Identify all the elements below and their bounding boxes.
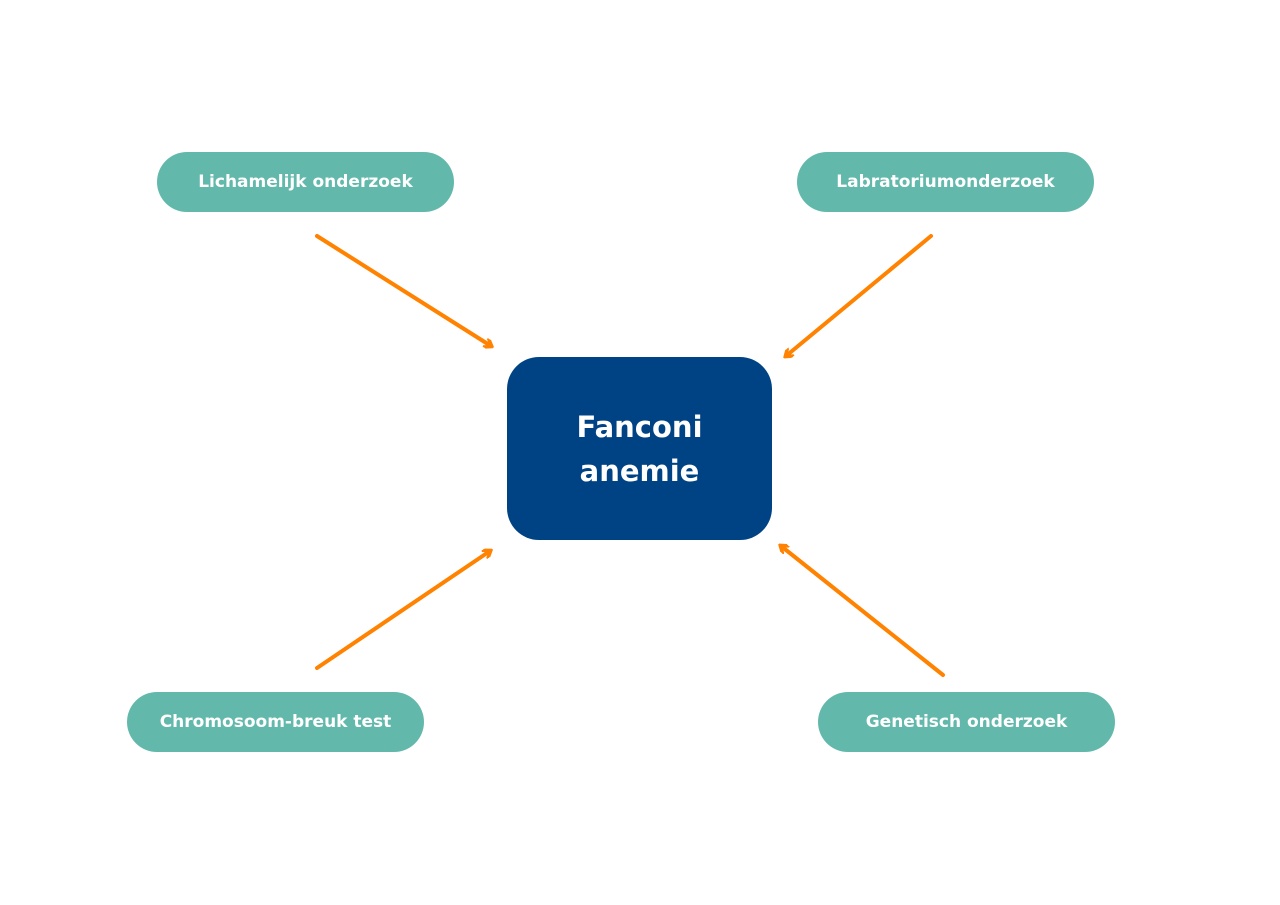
arrow-bottom-left <box>315 551 490 670</box>
arrow-top-left <box>315 234 491 346</box>
node-label: Labratoriumonderzoek <box>836 172 1055 192</box>
node-label: Lichamelijk onderzoek <box>198 172 413 192</box>
node-label: Chromosoom-breuk test <box>159 712 392 732</box>
node-chromosoom-breuk-test: Chromosoom-breuk test <box>127 692 424 752</box>
arrow-top-right <box>786 234 933 356</box>
center-label-line1: Fanconi <box>576 409 703 444</box>
center-node-fanconi-anemie: Fanconi anemie <box>507 357 772 540</box>
node-label: Genetisch onderzoek <box>865 712 1068 732</box>
node-labratoriumonderzoek: Labratoriumonderzoek <box>797 152 1094 212</box>
center-label-line2: anemie <box>579 453 700 488</box>
node-genetisch-onderzoek: Genetisch onderzoek <box>818 692 1115 752</box>
arrow-bottom-right <box>781 546 945 677</box>
node-lichamelijk-onderzoek: Lichamelijk onderzoek <box>157 152 454 212</box>
